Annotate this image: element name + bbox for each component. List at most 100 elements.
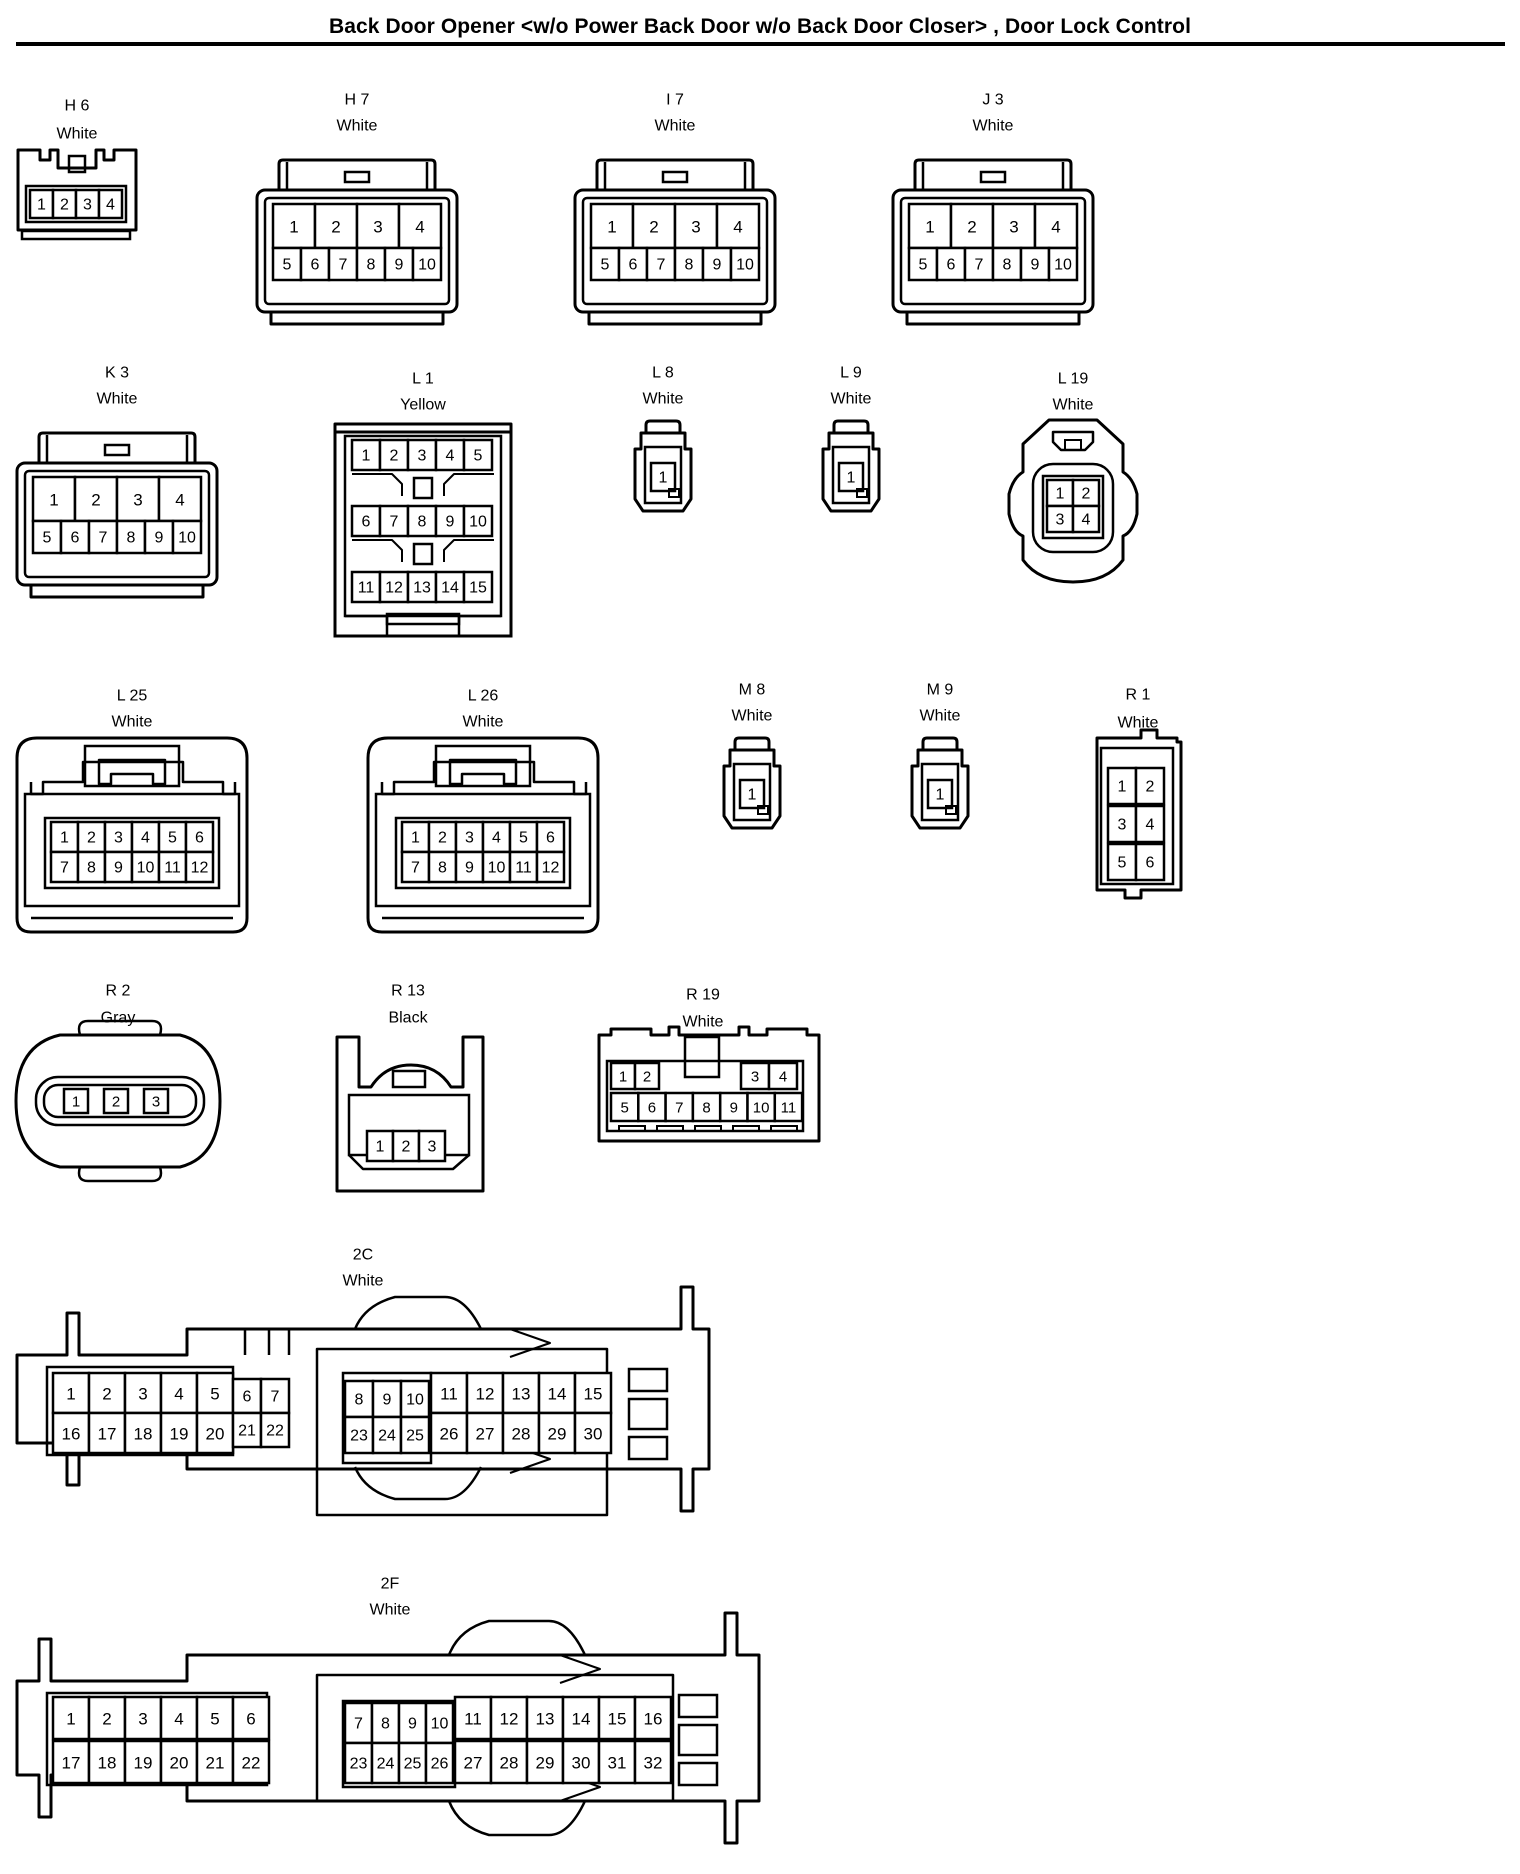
body-outline: [255, 188, 459, 314]
pin-number: 2: [390, 448, 399, 465]
latch: [67, 154, 87, 174]
pin-number: 9: [1031, 257, 1040, 274]
pin-number: 8: [685, 257, 694, 274]
pin-number: 1: [66, 1385, 75, 1404]
connector-code: R 2: [106, 983, 131, 1000]
connector-color: Gray: [101, 1010, 136, 1027]
pin-cell: [350, 570, 382, 604]
body-outline: [559, 1654, 601, 1684]
connector-code: K 3: [105, 365, 129, 382]
pin-cell: [429, 1411, 469, 1455]
cavity: [24, 184, 128, 224]
pin-cell: [143, 519, 175, 555]
pin-cell: [424, 1701, 455, 1745]
pin-number: 6: [648, 1100, 656, 1117]
pin-number: 23: [350, 1428, 368, 1445]
pin-number: 3: [138, 1710, 147, 1729]
pin-number: 4: [1082, 512, 1091, 529]
body-outline: [587, 312, 763, 326]
pin-number: 9: [114, 860, 123, 877]
pin-number: 4: [446, 448, 455, 465]
pin-number: 10: [736, 257, 754, 274]
pin-number: 12: [476, 1385, 495, 1404]
connector-color: White: [337, 118, 378, 135]
body-outline: [447, 1619, 587, 1656]
pin-cell: [715, 202, 761, 250]
connector-code: L 9: [840, 365, 862, 382]
pin-cell: [1134, 804, 1166, 844]
pin-number: 6: [362, 514, 371, 531]
pin-number: 1: [49, 491, 58, 510]
pin-cell: [649, 461, 677, 493]
connector-color: White: [643, 391, 684, 408]
pin-cell: [1106, 804, 1138, 844]
pin-number: 9: [408, 1716, 417, 1733]
inner-outline: [732, 762, 772, 822]
pin-number: 5: [1118, 855, 1127, 872]
connector-color: White: [655, 118, 696, 135]
pin-number: 2: [1082, 486, 1091, 503]
pin-number: 5: [620, 1100, 628, 1117]
pin-number: 9: [730, 1100, 738, 1117]
pin-cell: [195, 1739, 235, 1785]
pin-number: 22: [242, 1754, 261, 1773]
pin-number: 24: [377, 1756, 395, 1773]
latch: [661, 170, 689, 184]
pin-number: 13: [512, 1385, 531, 1404]
pin-number: 8: [702, 1100, 710, 1117]
pin-number: 2: [438, 830, 447, 847]
pin-number: 8: [87, 860, 96, 877]
pin-cell: [87, 519, 119, 555]
connector-code: 2C: [353, 1247, 373, 1264]
pin-cell: [399, 1415, 431, 1455]
center-key: [412, 542, 434, 566]
inner-outline: [643, 445, 683, 505]
connector-code: R 13: [391, 983, 425, 1000]
body-outline: [335, 1035, 485, 1193]
body-outline: [353, 1466, 483, 1501]
pin-number: 9: [465, 860, 474, 877]
pin-number: 4: [1146, 817, 1155, 834]
pin-number: 22: [266, 1423, 284, 1440]
pin-cell: [383, 246, 415, 282]
body-outline: [37, 431, 197, 463]
pin-cell: [424, 1741, 455, 1785]
pin-number: 10: [137, 860, 155, 877]
pin-cell: [370, 1741, 401, 1785]
pin-number: 30: [584, 1425, 603, 1444]
pin-number: 6: [195, 830, 204, 847]
pin-number: 5: [474, 448, 483, 465]
pin-number: 24: [378, 1428, 396, 1445]
pin-cell: [51, 1739, 91, 1785]
pin-number: 17: [62, 1754, 81, 1773]
pin-number: 5: [519, 830, 528, 847]
pin-number: 2: [60, 197, 69, 214]
pin-number: 11: [440, 1385, 458, 1404]
pin-number: 28: [512, 1425, 531, 1444]
body-outline: [910, 748, 970, 830]
pin-cell: [378, 570, 410, 604]
pin-cell: [746, 1091, 777, 1123]
pin-number: 4: [175, 491, 184, 510]
pin-cell: [142, 1087, 170, 1115]
pin-number: 7: [675, 1100, 683, 1117]
connector-code: L 1: [412, 371, 434, 388]
pin-cell: [1071, 504, 1101, 534]
pin-cell: [729, 246, 761, 282]
latch: [391, 1069, 427, 1089]
pin-number: 1: [748, 787, 757, 804]
pin-number: 2: [643, 1069, 651, 1086]
pin-number: 3: [373, 218, 382, 237]
latch: [757, 805, 769, 815]
pin-number: 1: [37, 197, 46, 214]
pin-number: 29: [548, 1425, 567, 1444]
pin-cell: [343, 1741, 374, 1785]
pin-number: 4: [174, 1710, 183, 1729]
pin-cell: [701, 246, 733, 282]
pin-number: 9: [383, 1392, 392, 1409]
pin-cell: [501, 1411, 541, 1455]
